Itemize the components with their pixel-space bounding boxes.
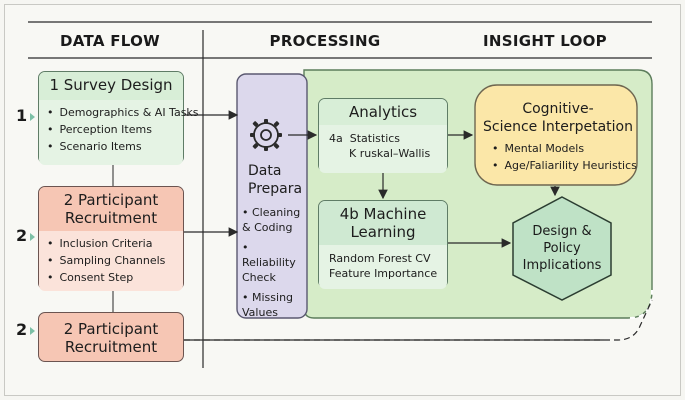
analytics-title: Analytics	[319, 99, 447, 125]
recruitment-title: 2 Participant Recruitment	[39, 187, 183, 231]
data-prep-list: Cleaning & Coding Reliability Check Miss…	[242, 205, 302, 320]
ml-title-line2: Learning	[350, 223, 416, 241]
survey-item: Demographics & AI Tasks	[47, 104, 199, 121]
row-marker-2: 2	[16, 226, 36, 245]
cognitive-title-line1: Cognitive-	[522, 101, 594, 117]
ml-title-line1: 4b Machine	[339, 205, 427, 223]
data-prep-item: Cleaning & Coding	[242, 205, 302, 235]
cognitive-title: Cognitive- Science Interpetation	[478, 100, 638, 136]
row-marker-label: 1	[16, 106, 28, 125]
data-prep-item: Missing Values	[242, 290, 302, 320]
data-prep-text: Data Prepara Cleaning & Coding Reliabili…	[242, 162, 302, 325]
recruitment-item: Sampling Channels	[47, 252, 183, 269]
marker-triangle-icon	[30, 232, 36, 241]
policy-line2: Policy	[543, 241, 581, 256]
ml-title: 4b Machine Learning	[319, 201, 447, 245]
survey-item: Scenario Items	[47, 138, 183, 155]
feedback-loop-line	[184, 299, 653, 341]
recruitment-title-line2: Recruitment	[64, 209, 158, 227]
participant-recruitment-box: 2 Participant Recruitment Inclusion Crit…	[38, 186, 184, 291]
row-marker-1: 1	[16, 106, 36, 125]
row-marker-3: 2	[16, 320, 36, 339]
survey-design-box: 1 Survey Design Demographics & AI Tasks …	[38, 71, 199, 165]
marker-triangle-icon	[30, 112, 36, 121]
row-marker-label: 2	[16, 320, 28, 339]
policy-hexagon	[512, 196, 612, 301]
participant-recruitment-box-bottom: 2 Participant Recruitment	[38, 312, 184, 362]
survey-design-body: Demographics & AI Tasks Perception Items…	[39, 100, 199, 165]
survey-item: Perception Items	[47, 121, 183, 138]
ml-line1: Random Forest CV	[329, 252, 431, 265]
analytics-box: Analytics 4a Statistics K ruskal–Wallis	[318, 98, 448, 173]
cognitive-box: Cognitive- Science Interpetation Mental …	[478, 100, 638, 174]
analytics-label: 4a	[329, 132, 343, 145]
cognitive-list: Mental Models Age/Faliarility Heuristics	[478, 136, 638, 174]
recruitment-title-line1: 2 Participant	[63, 191, 159, 209]
analytics-line1: 4a Statistics	[329, 131, 447, 146]
recruitment-body: Inclusion Criteria Sampling Channels Con…	[39, 231, 183, 291]
recruitment-bottom-line2: Recruitment	[64, 338, 158, 356]
policy-line1: Design &	[532, 224, 592, 239]
survey-design-title: 1 Survey Design	[39, 72, 183, 100]
recruitment-item: Consent Step	[47, 269, 183, 286]
processing-panel-dashed	[629, 289, 653, 319]
policy-line3: Implications	[522, 258, 602, 273]
cognitive-title-line2: Science Interpetation	[483, 119, 633, 135]
marker-triangle-icon	[30, 326, 36, 335]
cognitive-item: Age/Faliarility Heuristics	[492, 157, 638, 174]
recruitment-item: Inclusion Criteria	[47, 235, 183, 252]
analytics-line2: K ruskal–Wallis	[349, 147, 431, 160]
analytics-statistics: Statistics	[349, 132, 401, 145]
row-marker-label: 2	[16, 226, 28, 245]
header-processing: PROCESSING	[269, 32, 381, 50]
policy-text: Design & Policy Implications	[513, 223, 611, 274]
machine-learning-box: 4b Machine Learning Random Forest CV Fea…	[318, 200, 448, 289]
recruitment-bottom-title: 2 Participant Recruitment	[39, 313, 183, 356]
header-insight-loop: INSIGHT LOOP	[483, 32, 607, 50]
recruitment-bottom-line1: 2 Participant	[63, 320, 159, 338]
data-prep-item: Reliability Check	[242, 240, 302, 285]
ml-line2: Feature Importance	[329, 267, 438, 280]
cognitive-item: Mental Models	[492, 140, 638, 157]
header-data-flow: DATA FLOW	[59, 32, 161, 50]
gear-icon	[249, 118, 283, 152]
ml-body: Random Forest CV Feature Importance	[319, 245, 447, 289]
analytics-body: 4a Statistics K ruskal–Wallis	[319, 125, 447, 173]
data-prep-title: Data Prepara	[242, 162, 302, 198]
data-prep-title-line2: Prepara	[248, 181, 303, 197]
data-prep-title-line1: Data	[248, 163, 282, 179]
